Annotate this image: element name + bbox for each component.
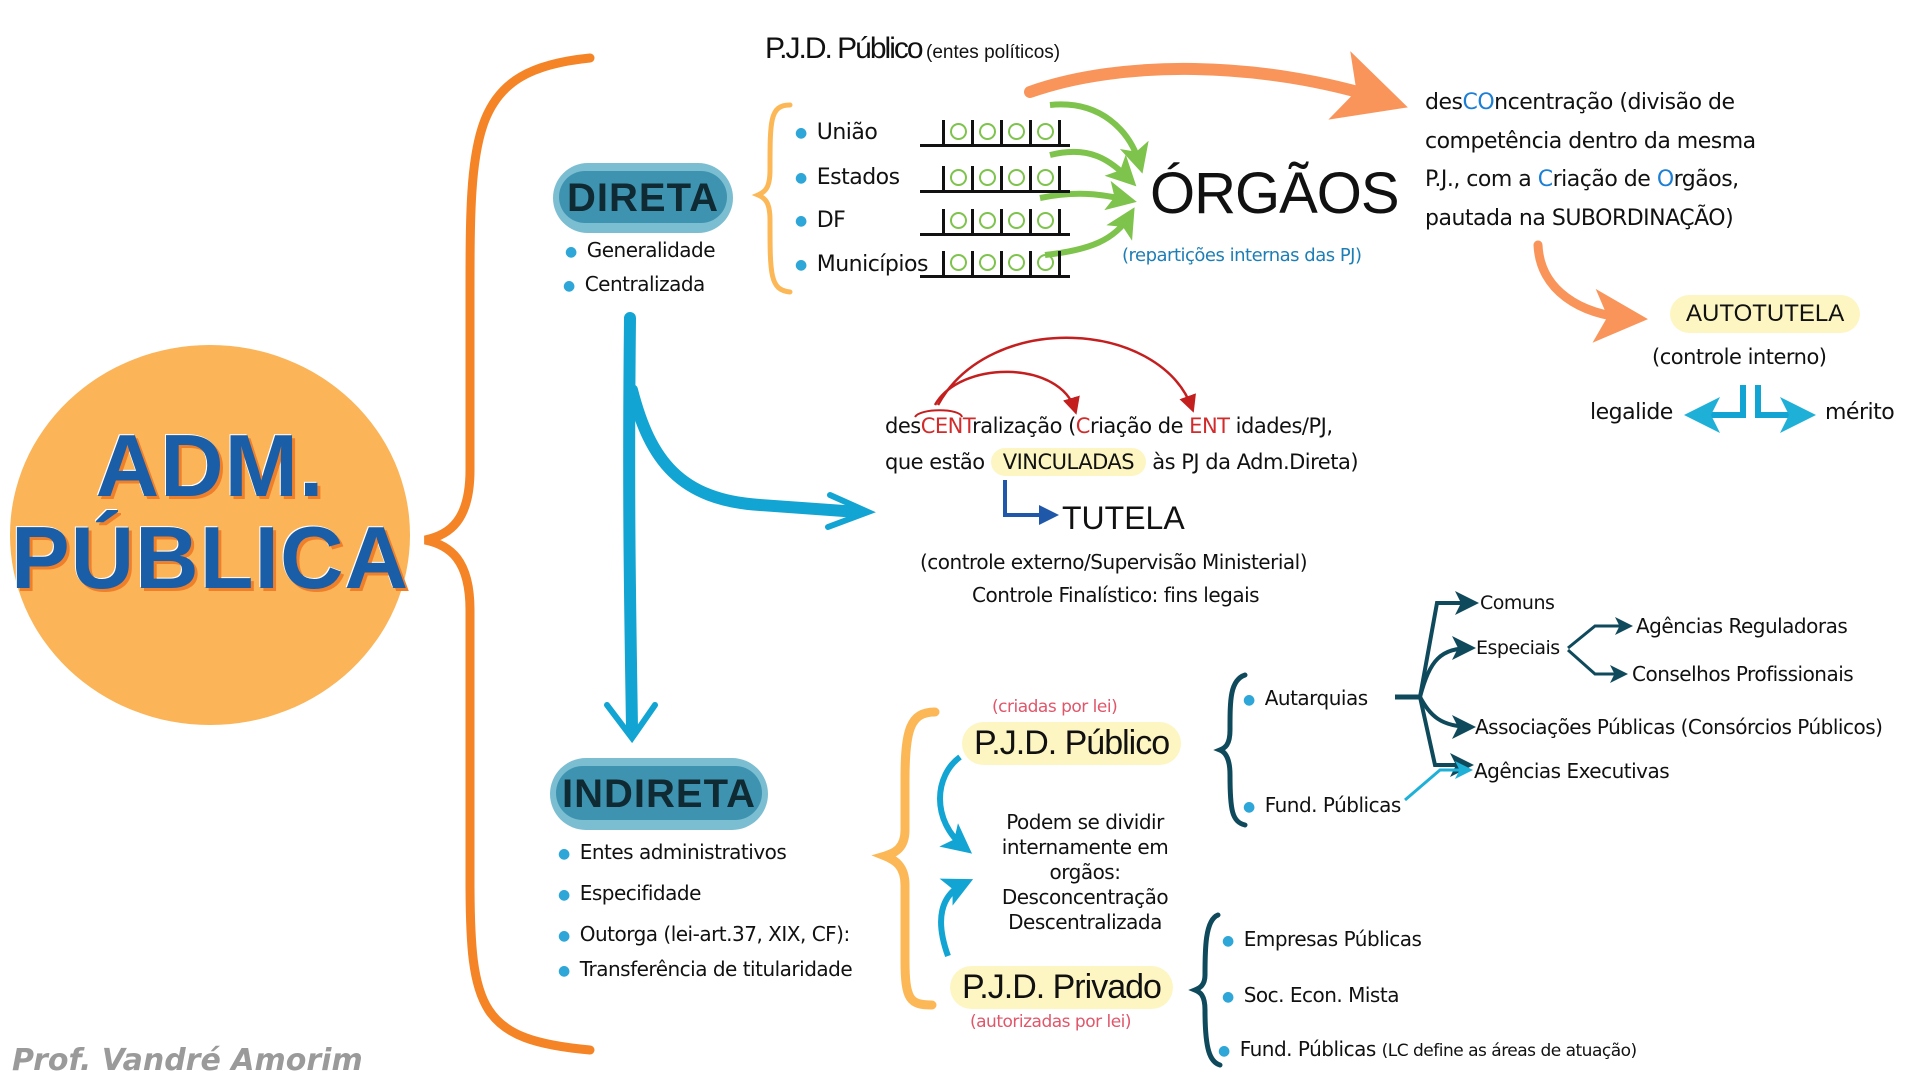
pjd-privado: P.J.D. Privado — [950, 966, 1173, 1009]
entes-brace — [751, 102, 793, 295]
indireta-node[interactable]: INDIRETA — [550, 758, 768, 830]
green-arrow-uniao — [1049, 101, 1149, 174]
organ-track-estados — [920, 162, 1070, 193]
blue-arrow-down — [623, 312, 638, 734]
indireta-bullet-2: ●Especifidade — [558, 881, 701, 905]
privado-empresas: ●Empresas Públicas — [1222, 927, 1422, 951]
descentralizacao-line1: desCENTralização (Criação de ENT idades/… — [885, 414, 1333, 438]
fund-publicas-item: ●Fund. Públicas — [1243, 793, 1401, 817]
blue-arrow-right — [626, 384, 864, 518]
autarquia-especiais: Especiais — [1476, 637, 1560, 659]
tutela-arrow — [1003, 480, 1059, 525]
ente-df: ●DF — [795, 208, 846, 233]
bullet-icon: ● — [565, 243, 577, 260]
desconcentracao-line2: competência dentro da mesma — [1425, 128, 1756, 154]
green-arrow-df — [1039, 180, 1137, 211]
autarquias-item: ●Autarquias — [1243, 686, 1368, 710]
main-topic-title: ADM. PÚBLICA — [10, 420, 410, 604]
especiais-conselhos: Conselhos Profissionais — [1632, 662, 1854, 686]
pjd-publico-indireta: P.J.D. Público — [962, 722, 1182, 765]
bullet-icon: ● — [1222, 932, 1234, 949]
branch-legalidade — [1684, 385, 1746, 433]
bullet-icon: ● — [1222, 988, 1234, 1005]
direta-label: DIRETA — [567, 175, 719, 220]
bullet-icon: ● — [558, 927, 570, 944]
especiais-reguladoras: Agências Reguladoras — [1636, 614, 1848, 638]
cyan-arrow-up — [938, 878, 974, 958]
main-topic-circle — [10, 345, 410, 725]
red-arc-entidades — [936, 336, 1196, 413]
branch-fund-executivas — [1404, 761, 1473, 802]
autarquia-associacoes: Associações Públicas (Consórcios Público… — [1475, 715, 1883, 739]
privado-fund-publicas: ●Fund. Públicas (LC define as áreas de a… — [1218, 1037, 1637, 1061]
main-topic-line1: ADM. — [95, 416, 325, 515]
tutela-subtitle-2: Controle Finalístico: fins legais — [972, 583, 1260, 607]
pjd-privado-note: (autorizadas por lei) — [970, 1012, 1132, 1032]
autotutela-subtitle: (controle interno) — [1652, 345, 1827, 369]
descentralizacao-line2: que estão VINCULADAS às PJ da Adm.Direta… — [885, 448, 1359, 476]
bullet-icon: ● — [558, 886, 570, 903]
bullet-icon: ● — [563, 277, 575, 294]
desconcentracao-line3: P.J., com a Criação de Orgãos, — [1425, 167, 1739, 192]
branch-conselhos — [1567, 648, 1628, 683]
branch-associacoes — [1418, 696, 1476, 739]
bullet-icon: ● — [558, 962, 570, 979]
indireta-bullet-4: ●Transferência de titularidade — [558, 957, 853, 981]
desconcentracao-line4: pautada na SUBORDINAÇÃO) — [1425, 205, 1734, 231]
middle-note: Podem se dividir internamente em orgãos:… — [1001, 810, 1169, 934]
indireta-bullet-1: ●Entes administrativos — [558, 840, 787, 864]
bullet-icon: ● — [795, 257, 807, 273]
indireta-bullet-3: ●Outorga (lei-art.37, XIX, CF): — [558, 922, 850, 946]
direta-node[interactable]: DIRETA — [553, 163, 733, 233]
author-credit: Prof. Vandré Amorim — [12, 1043, 363, 1078]
organ-track-df — [920, 205, 1070, 236]
bullet-icon: ● — [1243, 798, 1255, 815]
merito-label: mérito — [1825, 400, 1895, 425]
tutela-subtitle-1: (controle externo/Supervisão Ministerial… — [920, 550, 1308, 574]
green-arrow-estados — [1049, 148, 1137, 187]
bullet-icon: ● — [558, 845, 570, 862]
autotutela-label: AUTOTUTELA — [1670, 295, 1861, 333]
autarquia-executivas: Agências Executivas — [1474, 759, 1670, 783]
orange-arrow-autotutela — [1533, 240, 1648, 343]
indireta-brace — [871, 707, 940, 1010]
orgaos-subtitle: (repartições internas das PJ) — [1122, 245, 1362, 266]
orange-arrow-desconcentracao — [1024, 51, 1408, 120]
red-arc-criacao — [933, 370, 1080, 415]
branch-merito — [1755, 385, 1816, 433]
legalidade-label: legalide — [1590, 400, 1673, 425]
organ-track-municipios — [920, 247, 1070, 278]
orgaos-title: ÓRGÃOS — [1150, 161, 1400, 226]
publico-items-brace — [1213, 672, 1248, 828]
pjd-publico-politicos: P.J.D. Público (entes políticos) — [765, 32, 1060, 66]
desconcentracao-line1: desCOncentração (divisão de — [1425, 90, 1735, 115]
autarquia-comuns: Comuns — [1480, 592, 1555, 614]
tutela-label: TUTELA — [1062, 500, 1185, 536]
main-topic-line2: PÚBLICA — [10, 508, 410, 607]
pjd-publico-subtitle: (entes políticos) — [926, 42, 1061, 63]
branch-especiais — [1418, 636, 1476, 698]
direta-bullet-2: ●Centralizada — [563, 272, 705, 296]
pjd-publico-note: (criadas por lei) — [992, 697, 1118, 717]
vinculadas-highlight: VINCULADAS — [990, 448, 1147, 476]
bullet-icon: ● — [1218, 1042, 1230, 1059]
ente-uniao: ●União — [795, 120, 878, 145]
ente-municipios: ●Municípios — [795, 252, 928, 277]
indireta-label: INDIRETA — [562, 771, 756, 816]
privado-soc-econ-mista: ●Soc. Econ. Mista — [1222, 983, 1399, 1007]
ente-estados: ●Estados — [795, 165, 900, 190]
pjd-publico-title: P.J.D. Público — [765, 32, 924, 65]
direta-bullet-1: ●Generalidade — [565, 238, 716, 262]
bullet-icon: ● — [795, 213, 807, 229]
privado-items-brace — [1188, 912, 1223, 1068]
bullet-icon: ● — [795, 125, 807, 141]
cyan-arrow-down — [937, 754, 973, 854]
bullet-icon: ● — [1243, 691, 1255, 708]
branch-comuns — [1418, 591, 1479, 698]
organ-track-uniao — [920, 116, 1070, 147]
desconcentracao-text: desCOncentração (divisão de competência … — [1425, 84, 1756, 238]
branch-reguladoras — [1567, 617, 1633, 650]
bullet-icon: ● — [795, 170, 807, 186]
main-brace — [424, 53, 595, 1055]
